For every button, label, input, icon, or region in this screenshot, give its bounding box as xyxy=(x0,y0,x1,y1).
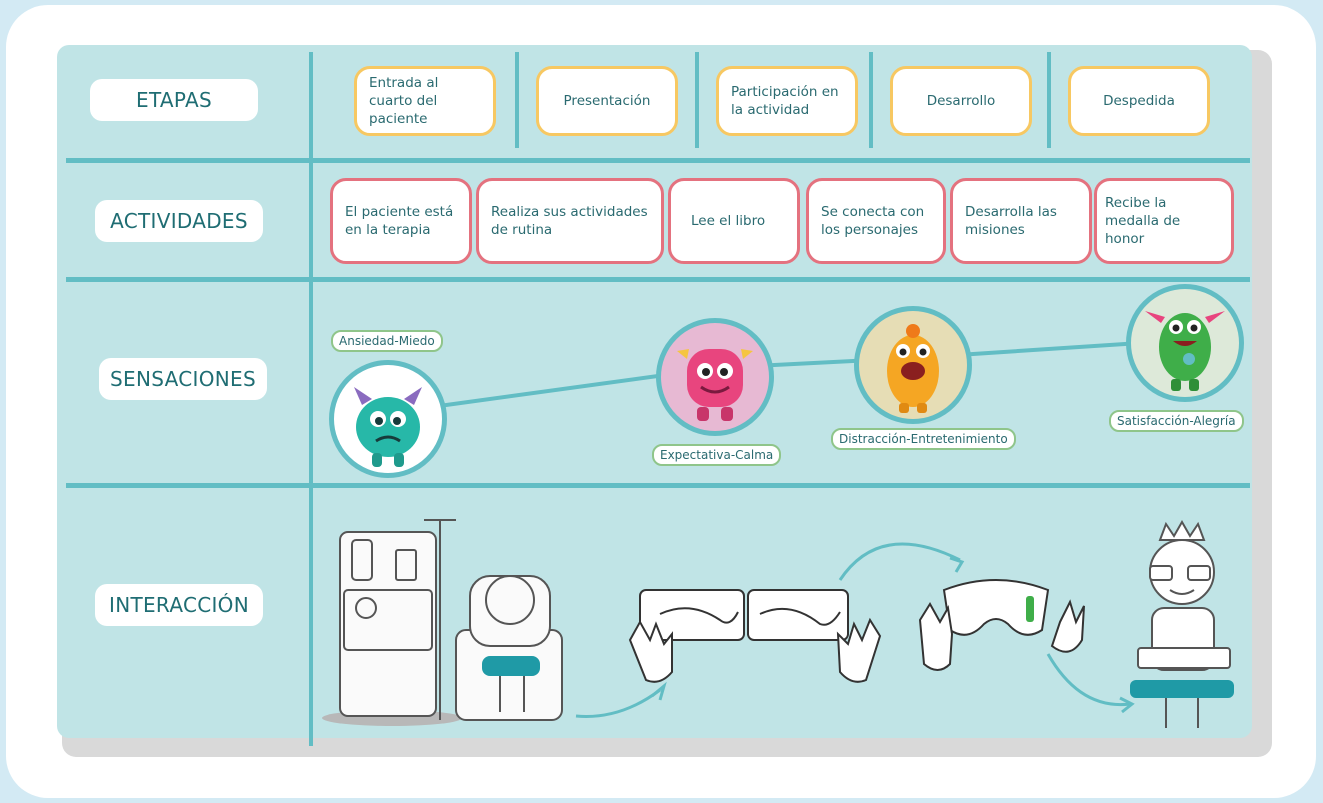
etapa-despedida: Despedida xyxy=(1068,66,1210,136)
row-label-etapas: ETAPAS xyxy=(90,79,258,121)
stage-divider xyxy=(695,52,699,148)
stage-divider xyxy=(515,52,519,148)
stage-divider xyxy=(1047,52,1051,148)
emotion-label-distraccion: Distracción-Entretenimiento xyxy=(831,428,1016,450)
column-divider xyxy=(309,52,313,746)
emotion-label-satisfaccion: Satisfacción-Alegría xyxy=(1109,410,1244,432)
row-label-sensaciones: SENSACIONES xyxy=(99,358,267,400)
hands-icon xyxy=(628,617,882,683)
actividad-libro: Lee el libro xyxy=(668,178,800,264)
vr-glasses-icon xyxy=(918,579,1085,671)
orange-monster-icon xyxy=(854,306,972,424)
child-with-crown-icon xyxy=(1130,519,1234,728)
emotion-label-expectativa: Expectativa-Calma xyxy=(652,444,782,466)
pink-monster-icon xyxy=(656,318,774,436)
green-monster-icon xyxy=(1126,284,1244,402)
patient-in-chair-icon xyxy=(455,575,563,721)
open-book-icon xyxy=(639,589,849,641)
actividad-medalla: Recibe la medalla de honor xyxy=(1094,178,1234,264)
actividad-misiones: Desarrolla las misiones xyxy=(950,178,1092,264)
etapa-entrada: Entrada al cuarto del paciente xyxy=(354,66,496,136)
stage-divider xyxy=(869,52,873,148)
actividad-terapia: El paciente está en la terapia xyxy=(330,178,472,264)
teal-monster-icon xyxy=(329,360,447,478)
row-label-actividades: ACTIVIDADES xyxy=(95,200,263,242)
etapa-desarrollo: Desarrollo xyxy=(890,66,1032,136)
dialysis-machine-icon xyxy=(322,519,462,726)
row-label-interaccion: INTERACCIÓN xyxy=(95,584,263,626)
actividad-rutina: Realiza sus actividades de rutina xyxy=(476,178,664,264)
actividad-personajes: Se conecta con los personajes xyxy=(806,178,946,264)
row-divider xyxy=(66,277,1250,282)
emotion-label-ansiedad: Ansiedad-Miedo xyxy=(331,330,443,352)
row-divider xyxy=(66,483,1250,488)
etapa-presentacion: Presentación xyxy=(536,66,678,136)
row-divider xyxy=(66,158,1250,163)
etapa-participacion: Participación en la actividad xyxy=(716,66,858,136)
